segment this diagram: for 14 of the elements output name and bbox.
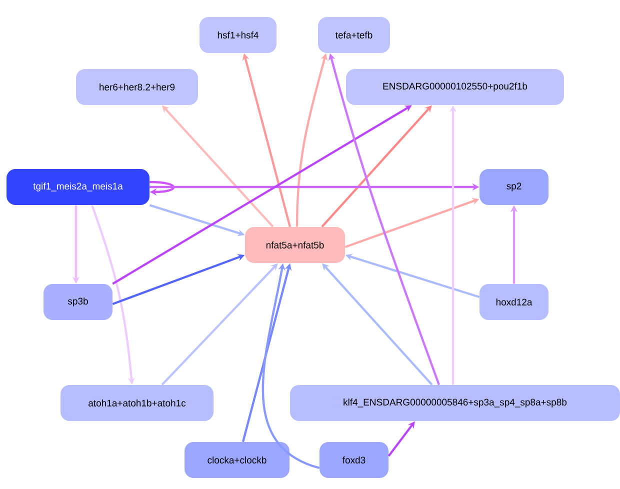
gene-box: her6+her8.2+her9 [76, 69, 198, 105]
gene-box: tefa+tefb [318, 17, 390, 53]
arrow [150, 180, 175, 196]
gene-box: hsf1+hsf4 [200, 17, 276, 53]
gene-box: sp3b [44, 284, 112, 320]
gene-box: sp2 [480, 169, 548, 205]
gene-box: nfat5a+nfat5b [245, 226, 345, 263]
gene-box: klf4_ENSDARG00000005846+sp3a_sp4_sp8a+sp8b [290, 384, 620, 421]
gene-box: ENSDARG00000102550+pou2f1b [346, 69, 564, 105]
gene-box: hoxd12a [480, 284, 548, 320]
gene-box: tgif1_meis2a_meis1a [6, 169, 150, 205]
gene-box: foxd3 [320, 442, 388, 478]
gene-box: atoh1a+atoh1b+atoh1c [60, 384, 214, 421]
gene-box: clocka+clockb [184, 442, 290, 478]
